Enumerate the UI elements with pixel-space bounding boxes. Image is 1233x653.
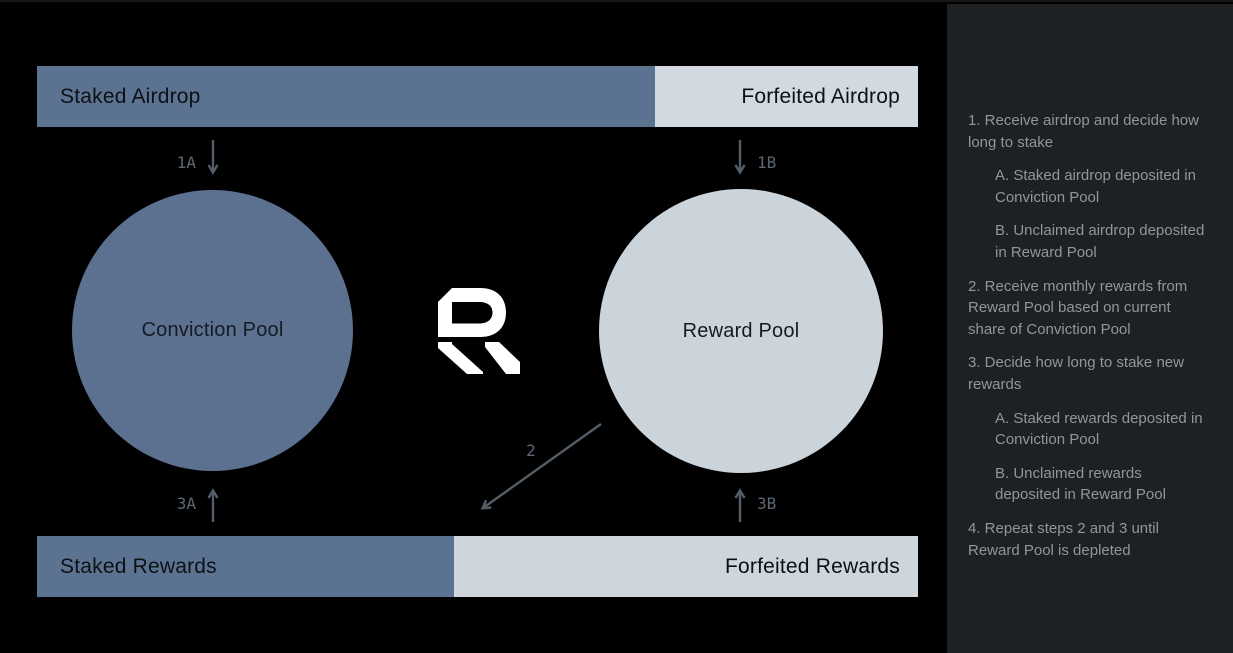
r-logo-icon: [438, 288, 520, 374]
steps-list: 1. Receive airdrop and decide how long t…: [968, 110, 1209, 561]
step-item: B. Unclaimed airdrop deposited in Reward…: [995, 222, 1205, 261]
step-item: 3. Decide how long to stake new rewards: [968, 354, 1184, 393]
arrow-2: [480, 423, 602, 510]
forfeited-airdrop-label: Forfeited Airdrop: [741, 84, 900, 108]
window-top-edge: [0, 0, 1233, 2]
staked-rewards-segment: Staked Rewards: [37, 536, 454, 597]
step-item: B. Unclaimed rewards deposited in Reward…: [995, 464, 1166, 504]
diagram-area: Staked Airdrop Forfeited Airdrop Convict…: [37, 66, 918, 597]
staked-airdrop-label: Staked Airdrop: [60, 84, 201, 108]
forfeited-rewards-label: Forfeited Rewards: [725, 554, 900, 578]
step-item: 4. Repeat steps 2 and 3 until Reward Poo…: [968, 519, 1159, 559]
conviction-pool-circle: Conviction Pool: [72, 190, 353, 471]
staked-rewards-label: Staked Rewards: [60, 554, 217, 578]
arrow-label-1a: 1A: [177, 153, 197, 172]
step-item: 1. Receive airdrop and decide how long t…: [968, 112, 1199, 151]
reward-pool-label: Reward Pool: [682, 319, 800, 342]
airdrop-bar: Staked Airdrop Forfeited Airdrop: [37, 66, 918, 127]
arrow-label-3a: 3A: [177, 494, 197, 513]
arrow-label-3b: 3B: [757, 494, 776, 513]
forfeited-airdrop-segment: Forfeited Airdrop: [655, 66, 918, 127]
conviction-pool-label: Conviction Pool: [141, 319, 284, 341]
step-item: 2. Receive monthly rewards from Reward P…: [968, 277, 1188, 338]
arrow-label-1b: 1B: [757, 153, 776, 172]
staked-airdrop-segment: Staked Airdrop: [37, 66, 656, 127]
step-item: A. Staked airdrop deposited in Convictio…: [995, 167, 1196, 206]
forfeited-rewards-segment: Forfeited Rewards: [453, 536, 918, 597]
reward-pool-circle: Reward Pool: [599, 189, 883, 473]
rewards-bar: Staked Rewards Forfeited Rewards: [37, 536, 918, 597]
arrow-label-2: 2: [526, 441, 536, 460]
step-item: A. Staked rewards deposited in Convictio…: [995, 409, 1203, 449]
steps-panel: 1. Receive airdrop and decide how long t…: [947, 4, 1233, 653]
